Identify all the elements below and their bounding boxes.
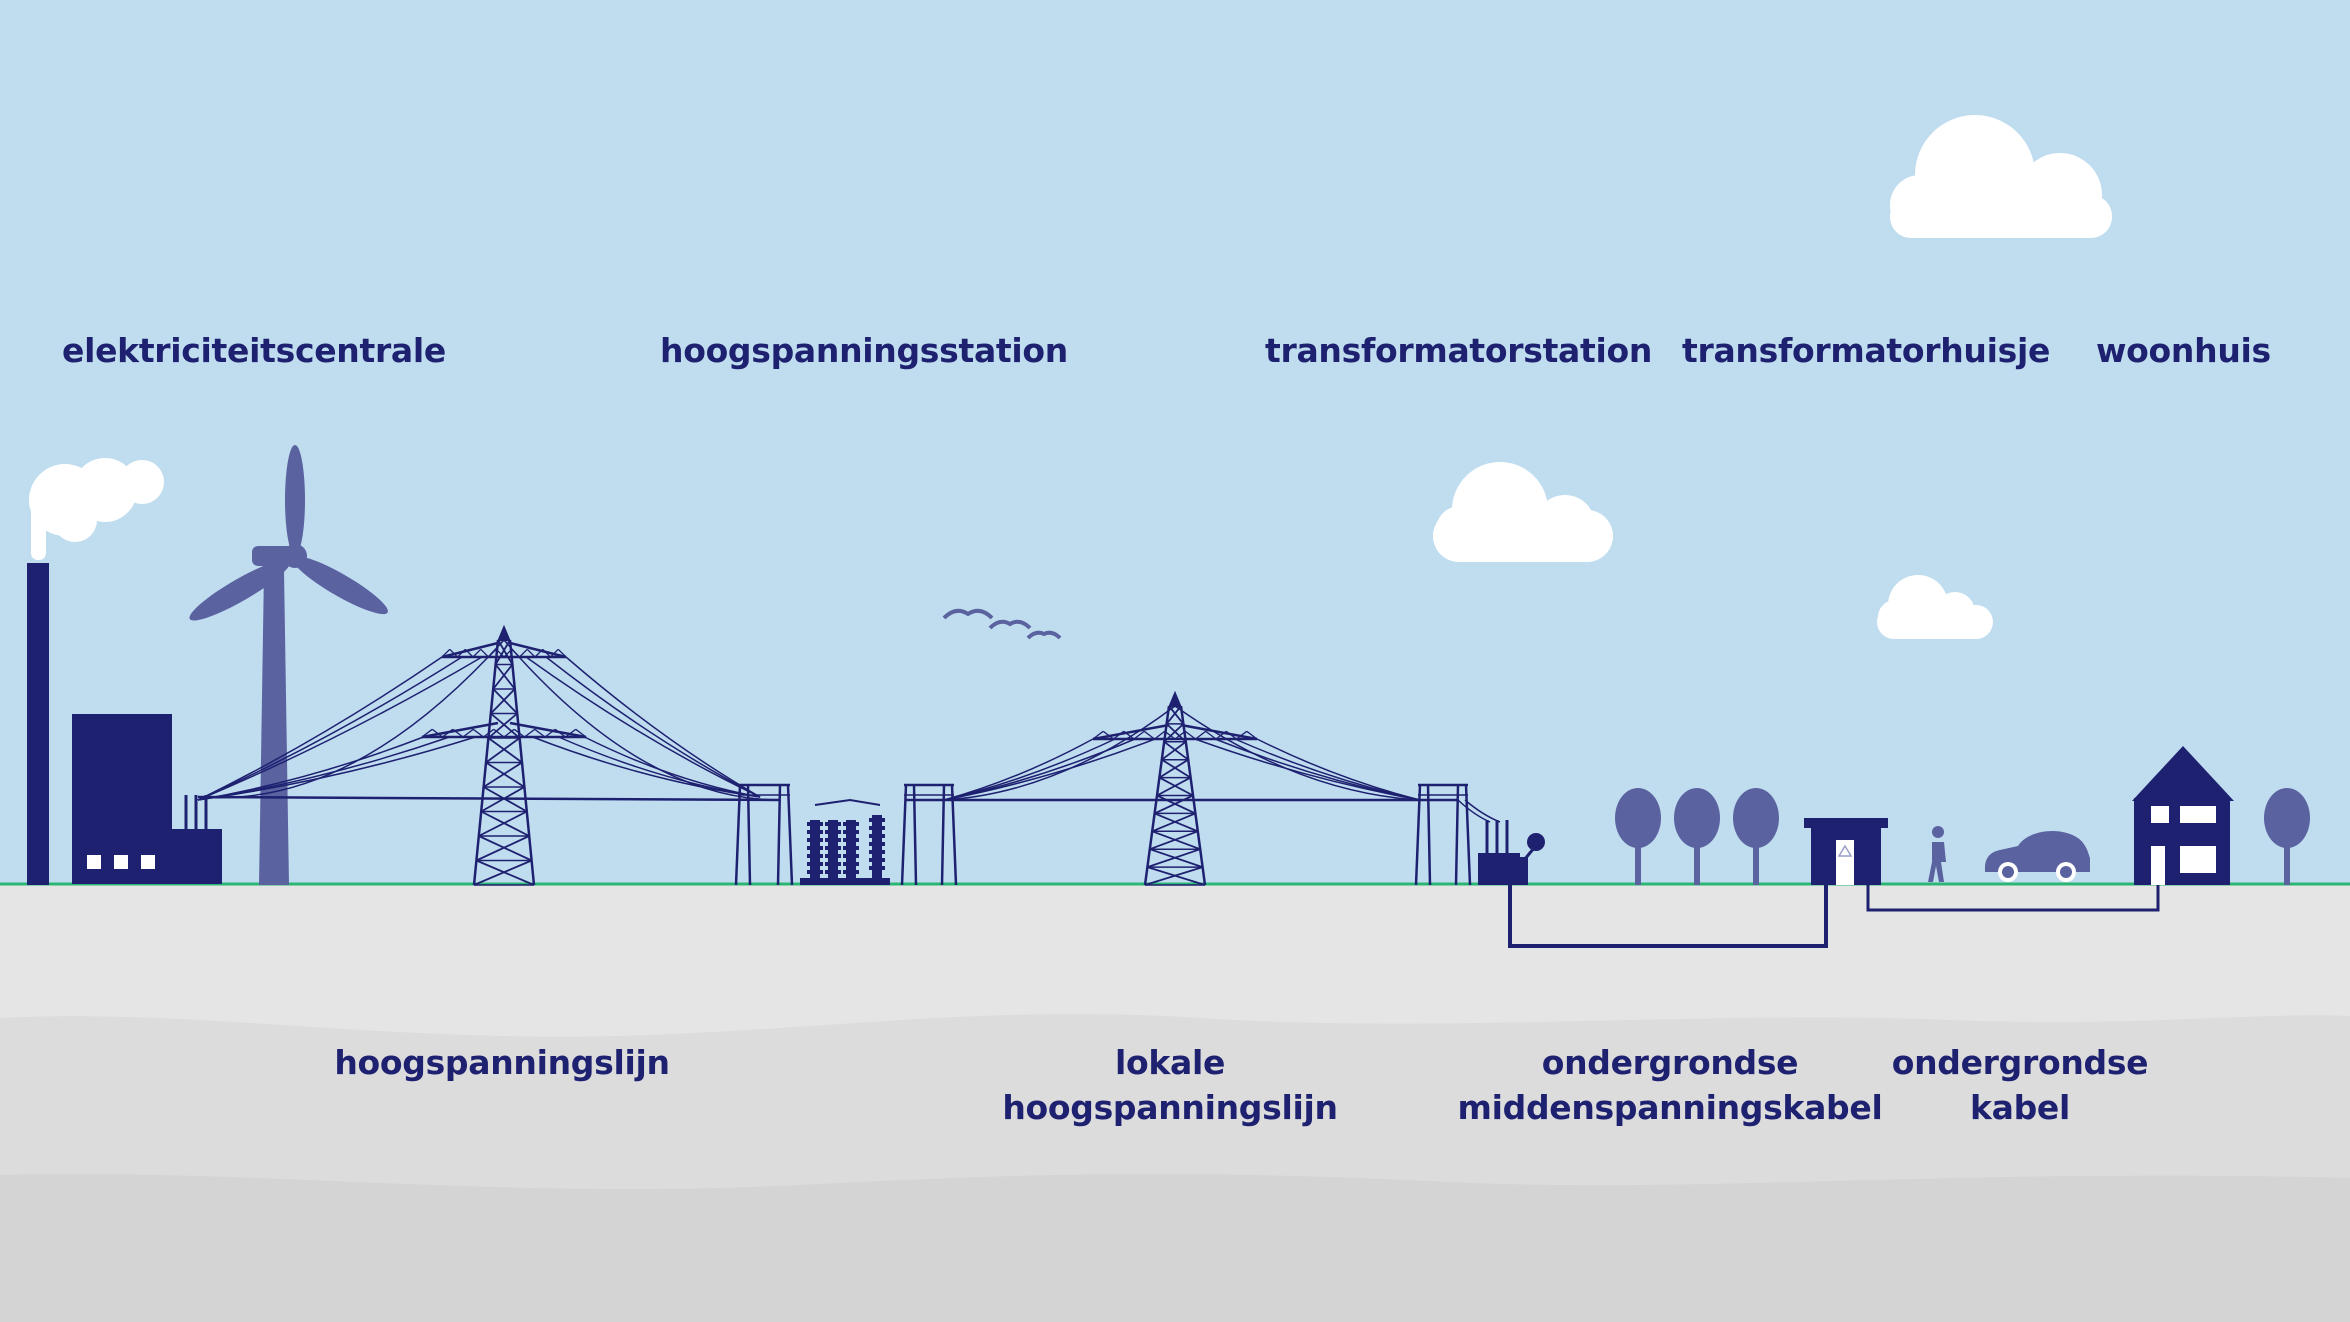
cloud-icon [1433, 462, 1613, 562]
transformer-house-icon [1804, 818, 1888, 885]
label-local-hv-line-line2: hoogspanningslijn [1002, 1088, 1338, 1127]
label-underground-cable-line1: ondergrondse [1891, 1043, 2149, 1082]
factory-icon [72, 714, 222, 884]
ground-bottom-layer [0, 1173, 2350, 1322]
underground-cable [1866, 885, 2160, 912]
person-icon [1928, 826, 1946, 882]
chimney-icon [27, 458, 164, 885]
pylon-icon [421, 624, 587, 886]
gantry-icon [734, 783, 794, 886]
pylons [421, 624, 1472, 886]
label-hv-station: hoogspanningsstation [660, 331, 1068, 370]
underground-mv-cable [1508, 885, 1828, 948]
car-icon [1985, 831, 2090, 882]
label-transformer-station: transformatorstation [1265, 331, 1653, 370]
label-local-hv-line: lokale hoogspanningslijn [1002, 1040, 1338, 1130]
bird-icon [942, 608, 1062, 640]
label-hv-line: hoogspanningslijn [334, 1040, 670, 1085]
label-underground-mv-cable: ondergrondse middenspanningskabel [1458, 1040, 1883, 1130]
transformer-icon [1478, 820, 1545, 885]
label-underground-mv-cable-line1: ondergrondse [1541, 1043, 1799, 1082]
cloud-icon [1890, 115, 2112, 238]
substation-icon [800, 798, 890, 885]
wind-turbine-icon [189, 445, 388, 885]
tree-icon [1733, 788, 1779, 885]
power-lines [197, 639, 1501, 823]
label-underground-cable: ondergrondse kabel [1892, 1040, 2149, 1130]
label-transformer-house: transformatorhuisje [1682, 331, 2051, 370]
label-local-hv-line-line1: lokale [1114, 1043, 1226, 1082]
gantry-icon [900, 783, 958, 886]
cloud-icon [1877, 575, 1993, 639]
label-underground-mv-cable-line2: middenspanningskabel [1457, 1088, 1883, 1127]
tree-icon [1615, 788, 1661, 885]
tree-icon [2264, 788, 2310, 885]
pylon-icon [1092, 690, 1258, 886]
tree-icon [1674, 788, 1720, 885]
house-icon [2132, 746, 2234, 885]
label-power-plant: elektriciteitscentrale [62, 331, 446, 370]
label-residence: woonhuis [2096, 331, 2271, 370]
gantry-icon [1414, 783, 1472, 886]
label-hv-line-text: hoogspanningslijn [334, 1043, 670, 1082]
label-underground-cable-line2: kabel [1969, 1088, 2071, 1127]
